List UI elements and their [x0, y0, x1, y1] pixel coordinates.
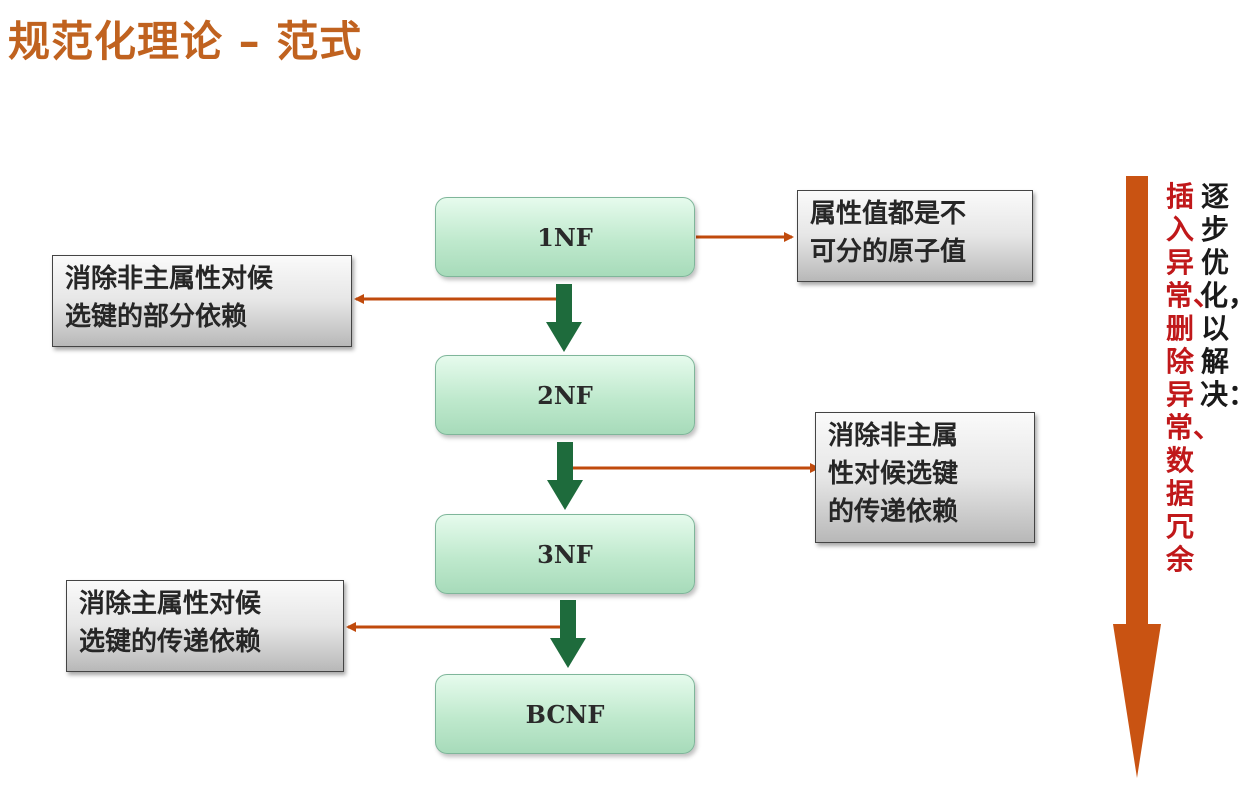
- note-3nf-line: 性对候选键: [828, 459, 959, 489]
- note-3nf: 消除非主属 性对候选键 的传递依赖: [815, 412, 1035, 543]
- note-bcnf-line: 选键的传递依赖: [79, 627, 262, 657]
- progression-down-arrow: [1113, 176, 1161, 778]
- side-text-anomalies: 插入异常、删除异常、数据冗余: [1165, 180, 1222, 576]
- green-down-arrow-3-bcnf: [550, 600, 586, 668]
- green-down-arrow-1-2: [546, 284, 582, 352]
- note-2nf-line: 选键的部分依赖: [65, 302, 248, 332]
- side-text-optimize: 逐步优化，以解决：: [1200, 180, 1244, 411]
- note-bcnf: 消除主属性对候 选键的传递依赖: [66, 580, 344, 672]
- form-box-bcnf: BCNF: [435, 674, 695, 754]
- note-bcnf-line: 消除主属性对候: [79, 589, 262, 619]
- note-1nf: 属性值都是不 可分的原子值: [797, 190, 1033, 282]
- page-title: 规范化理论 – 范式: [8, 17, 363, 66]
- note-2nf: 消除非主属性对候 选键的部分依赖: [52, 255, 352, 347]
- form-box-3nf: 3NF: [435, 514, 695, 594]
- note-1nf-line: 可分的原子值: [810, 237, 967, 267]
- form-box-2nf: 2NF: [435, 355, 695, 435]
- note-2nf-line: 消除非主属性对候: [65, 264, 274, 294]
- note-3nf-line: 消除非主属: [828, 421, 959, 451]
- form-box-1nf: 1NF: [435, 197, 695, 277]
- note-1nf-line: 属性值都是不: [810, 199, 967, 229]
- note-3nf-line: 的传递依赖: [828, 497, 959, 527]
- green-down-arrow-2-3: [547, 442, 583, 510]
